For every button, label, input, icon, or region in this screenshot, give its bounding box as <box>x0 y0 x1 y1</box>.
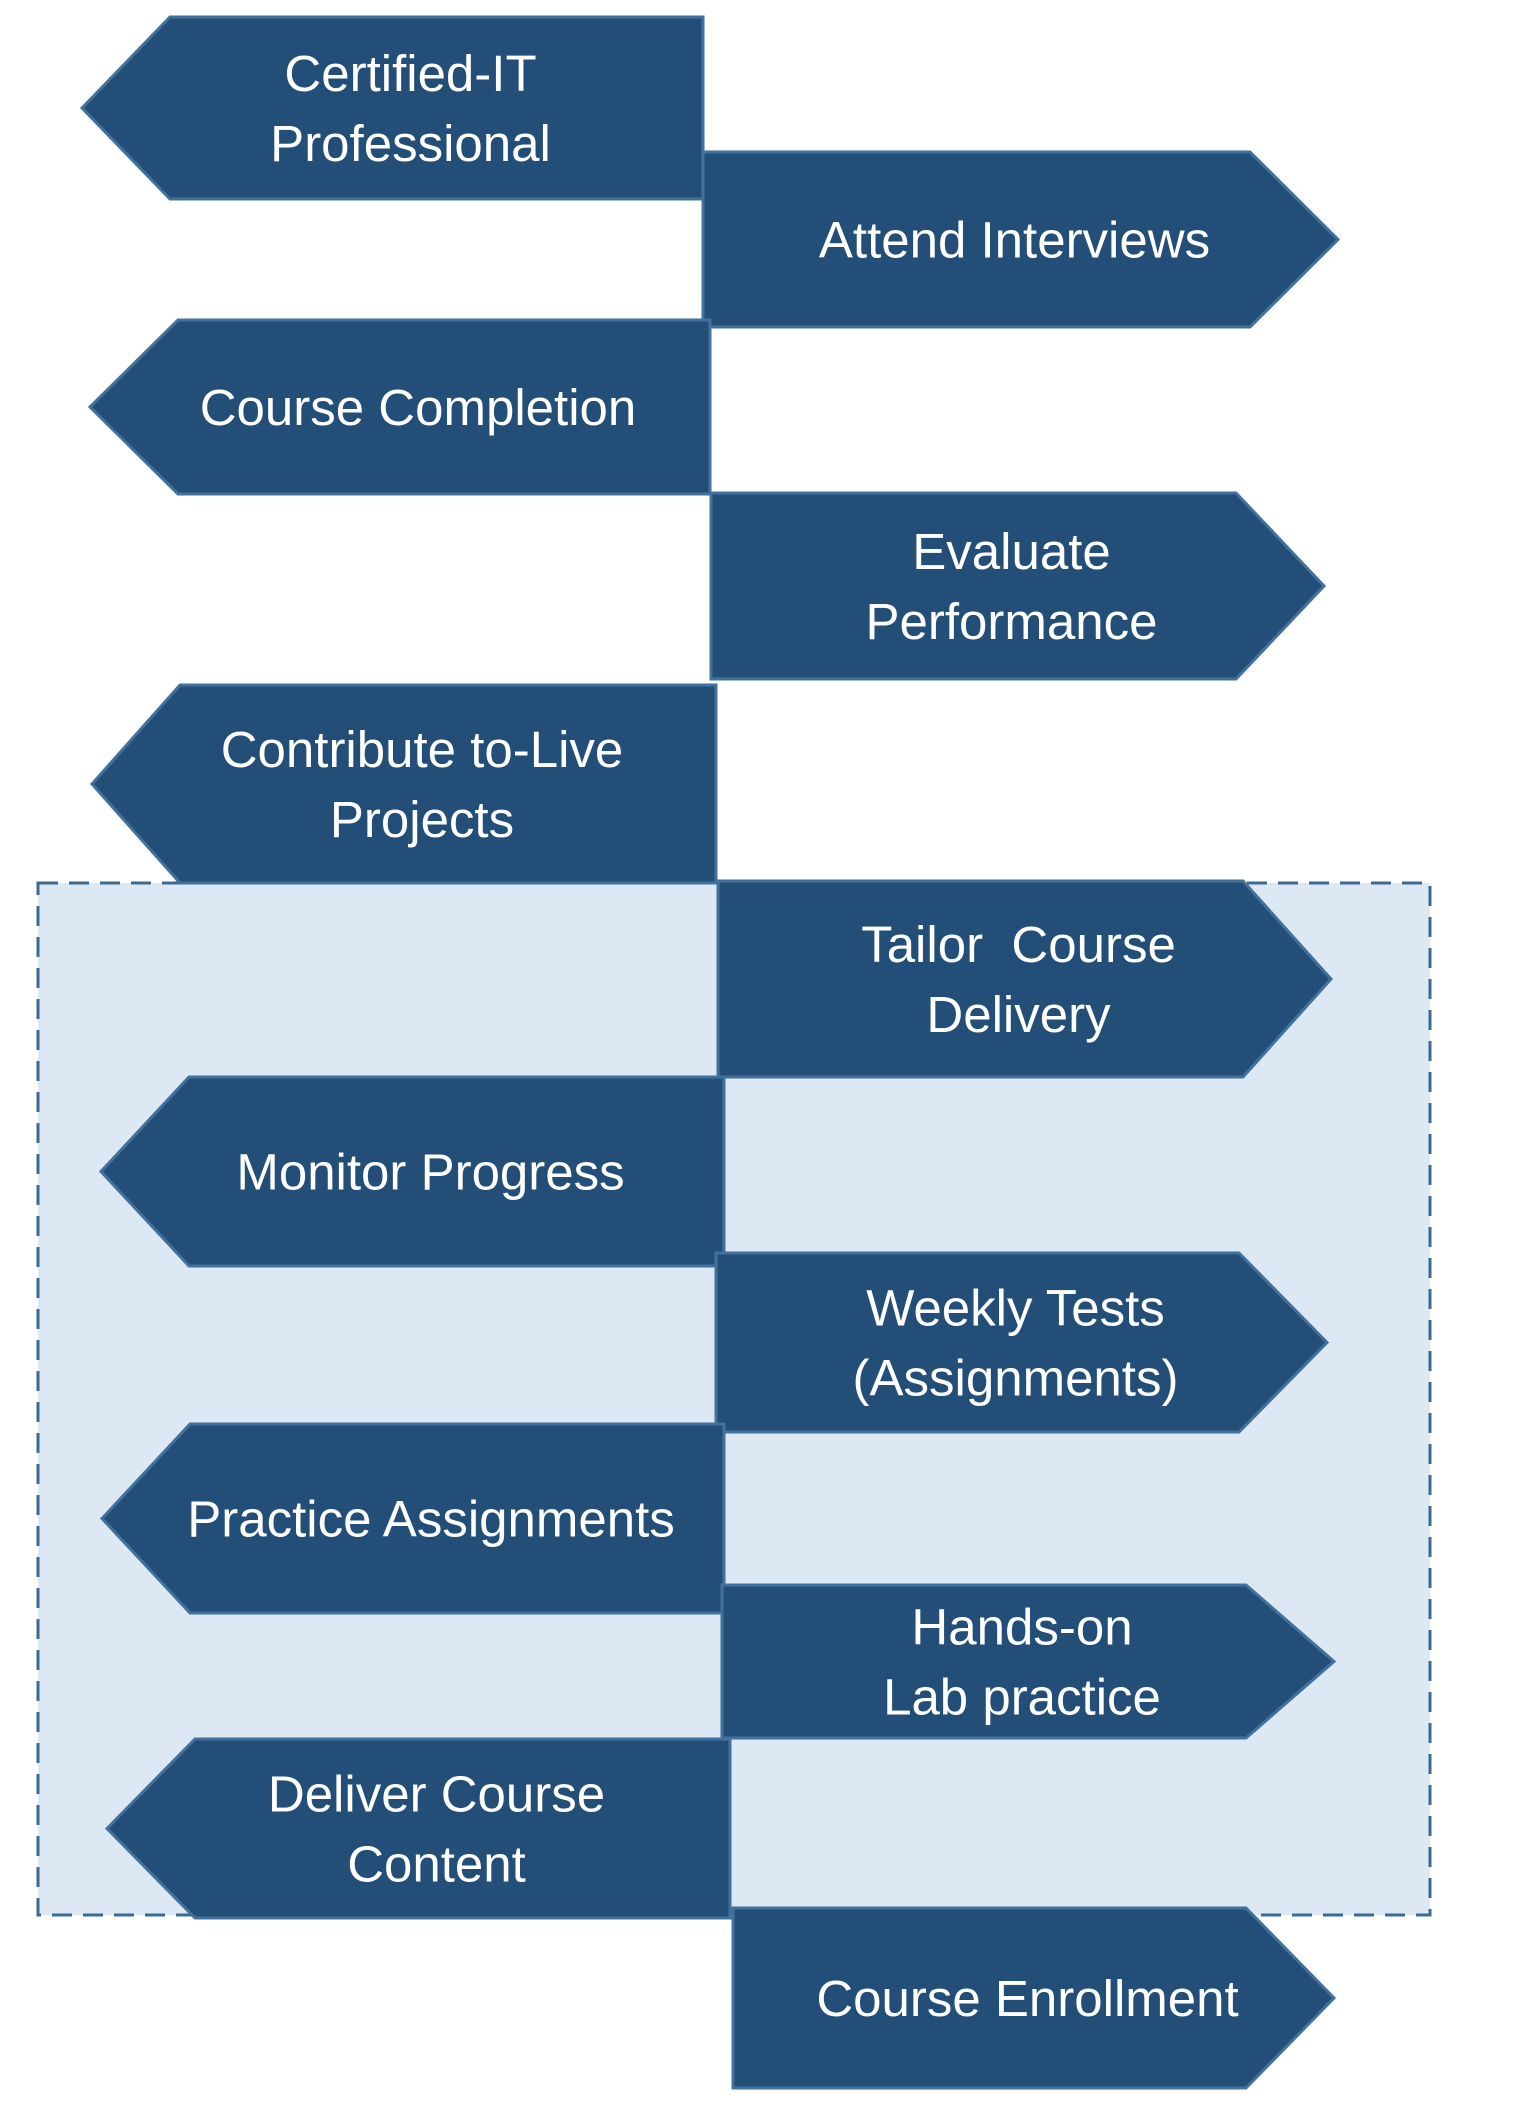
left-arrow-shape <box>89 683 718 885</box>
step-label-line: Deliver Course <box>268 1766 605 1823</box>
step-label-line: Projects <box>330 791 514 848</box>
step-label-line: Professional <box>270 115 551 172</box>
step-label-line: Attend Interviews <box>819 212 1210 269</box>
right-arrow-shape <box>716 879 1334 1079</box>
step-label-line: Weekly Tests <box>866 1280 1165 1337</box>
step-label-line: Delivery <box>926 986 1111 1043</box>
step-monitor-progress: Monitor Progress <box>98 1075 726 1268</box>
step-course-enrollment: Course Enrollment <box>731 1906 1337 2090</box>
step-label-line: Monitor Progress <box>236 1144 624 1201</box>
right-arrow-shape <box>720 1583 1337 1740</box>
step-course-completion: Course Completion <box>87 318 712 496</box>
step-label-line: Course Completion <box>200 379 637 436</box>
left-arrow-shape <box>99 1422 726 1615</box>
step-label-line: Content <box>347 1836 526 1893</box>
step-label-line: Evaluate <box>912 523 1110 580</box>
step-label-line: (Assignments) <box>853 1350 1179 1407</box>
step-certified-it-professional: Certified-IT Professional <box>79 15 705 201</box>
step-label-line: Lab practice <box>883 1669 1161 1726</box>
right-arrow-shape <box>731 1906 1337 2090</box>
left-arrow-shape <box>98 1075 726 1268</box>
step-practice-assignments: Practice Assignments <box>99 1422 726 1615</box>
step-label-line: Course Enrollment <box>816 1970 1238 2027</box>
right-arrow-shape <box>709 491 1327 681</box>
step-label-line: Tailor Course <box>861 916 1176 973</box>
right-arrow-shape <box>714 1251 1330 1434</box>
left-arrow-shape <box>79 15 705 201</box>
step-label-line: Hands-on <box>911 1599 1132 1656</box>
step-weekly-tests: Weekly Tests (Assignments) <box>714 1251 1330 1434</box>
left-arrow-shape <box>104 1737 732 1920</box>
right-arrow-shape <box>701 150 1341 329</box>
step-attend-interviews: Attend Interviews <box>701 150 1341 329</box>
step-label-line: Certified-IT <box>284 45 536 102</box>
left-arrow-shape <box>87 318 712 496</box>
step-label-line: Performance <box>866 593 1158 650</box>
step-label-line: Practice Assignments <box>187 1491 675 1548</box>
step-label-line: Contribute to-Live <box>221 721 624 778</box>
